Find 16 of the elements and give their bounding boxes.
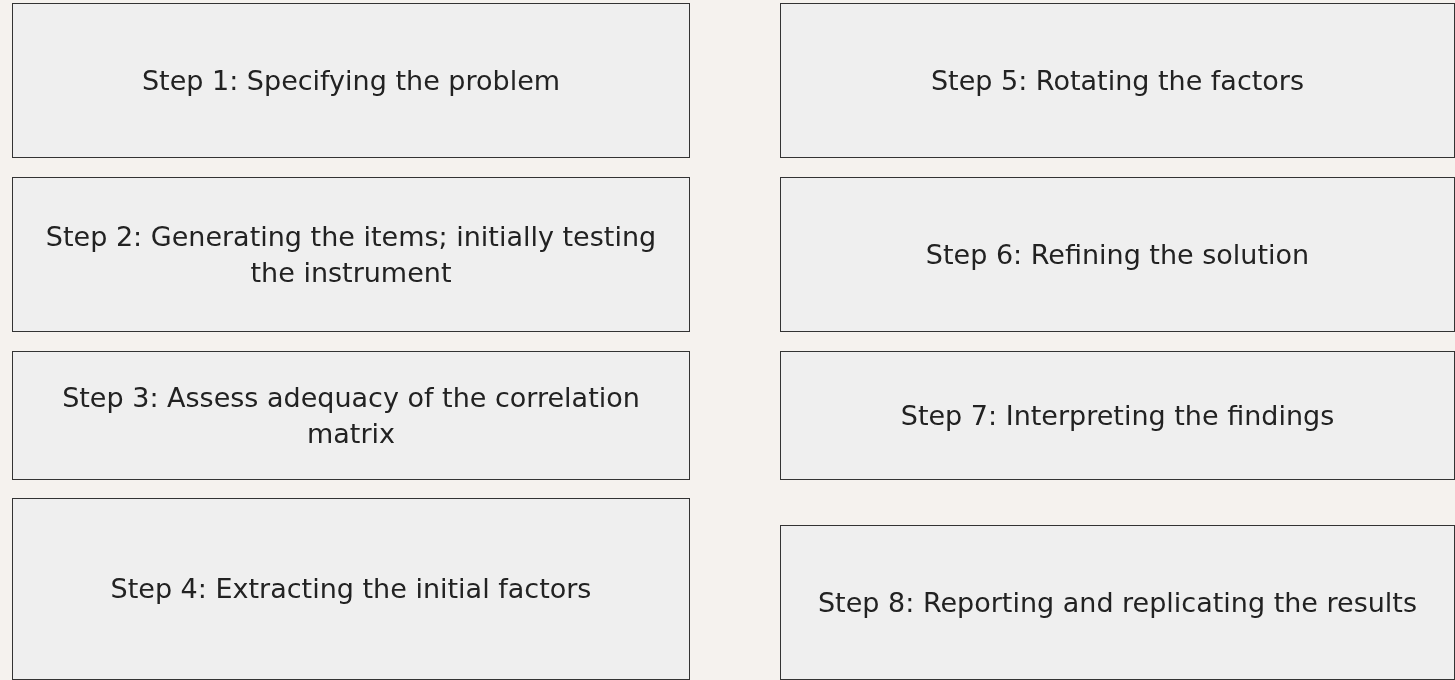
step-label: Step 1: Specifying the problem — [141, 63, 561, 98]
step-box — [780, 351, 1455, 480]
step-box — [12, 177, 690, 332]
step-box — [12, 3, 690, 158]
step-box — [780, 177, 1455, 332]
step-box — [12, 351, 690, 480]
step-label: Step 8: Reporting and replicating the results — [817, 585, 1418, 620]
step-label: Step 3: Assess adequacy of the correlation matrix — [61, 381, 641, 451]
step-box — [780, 3, 1455, 158]
step-label: Step 5: Rotating the factors — [930, 63, 1305, 98]
step-label: Step 6: Refining the solution — [925, 237, 1310, 272]
step-label: Step 2: Generating the items; initially testing the instrument — [44, 220, 658, 290]
step-box — [780, 525, 1455, 680]
step-box — [12, 498, 690, 680]
step-label: Step 7: Interpreting the findings — [900, 398, 1335, 433]
step-label: Step 4: Extracting the initial factors — [110, 572, 592, 607]
